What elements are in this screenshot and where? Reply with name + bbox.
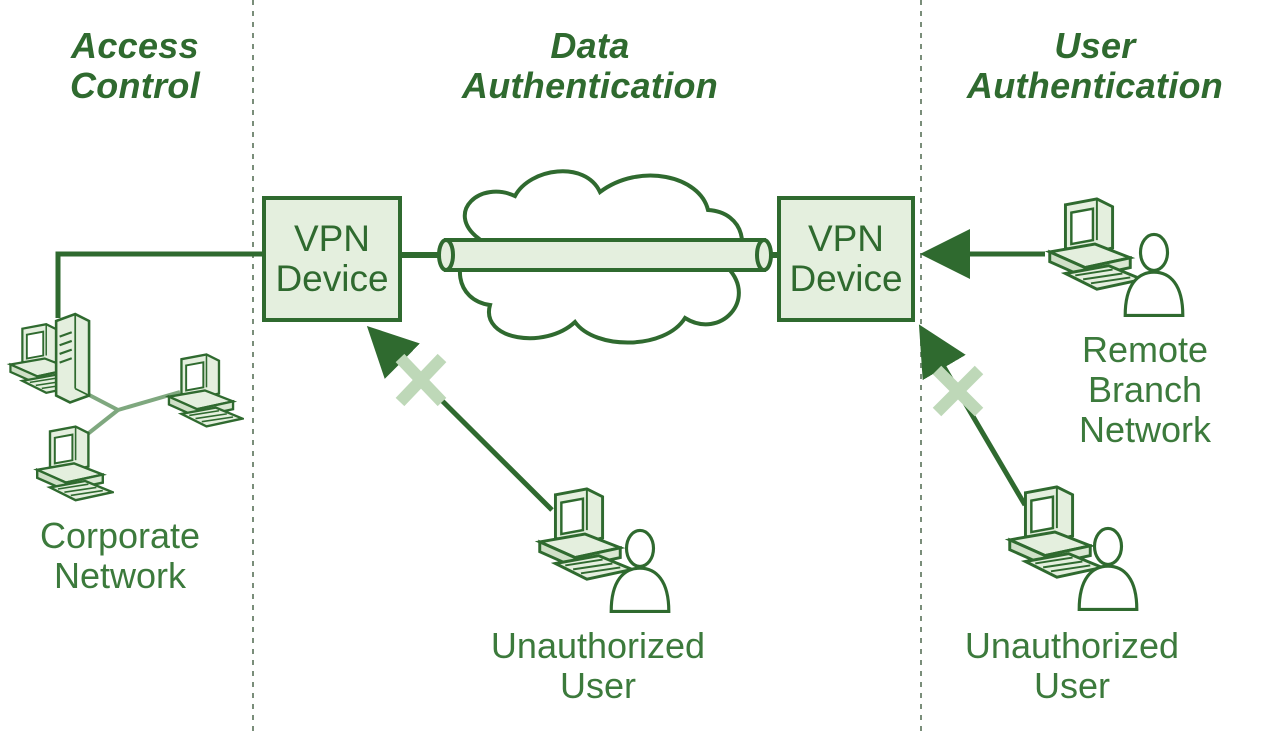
vpn-label-line: Device	[275, 258, 389, 299]
label-line: User	[1033, 665, 1110, 706]
unauthorized-user-center-label: Unauthorized User	[468, 626, 728, 706]
workstation-icon	[538, 487, 634, 581]
blocked-x-icon	[395, 353, 447, 407]
blocked-x-icon	[932, 365, 984, 417]
workstation-icon	[167, 353, 244, 428]
label-line: Unauthorized	[490, 625, 706, 666]
workstation-icon	[1048, 197, 1144, 291]
vpn-device-right-box	[777, 196, 915, 322]
label-line: Remote	[1081, 329, 1209, 370]
vpn-device-left-box	[262, 196, 402, 322]
heading-line: User	[1054, 25, 1136, 66]
heading-line: Authentication	[966, 65, 1224, 106]
label-line: Unauthorized	[964, 625, 1180, 666]
corporate-network-label: Corporate Network	[10, 516, 230, 596]
server-icon	[54, 312, 91, 404]
unauthorized-user-right-label: Unauthorized User	[942, 626, 1202, 706]
vpn-label-line: VPN	[807, 218, 885, 259]
heading-line: Access	[71, 25, 199, 66]
vpn-device-left-label: VPN Device	[264, 219, 400, 299]
vpn-label-line: VPN	[293, 218, 371, 259]
heading-line: Data	[550, 25, 630, 66]
label-line: Corporate	[39, 515, 201, 556]
vpn-label-line: Device	[789, 258, 903, 299]
workstation-icon	[35, 425, 114, 502]
remote-branch-network-label: Remote Branch Network	[1040, 330, 1250, 450]
label-line: Network	[1078, 409, 1212, 450]
unauthorized-arrow-right	[918, 324, 1028, 507]
heading-data-authentication: Data Authentication	[420, 26, 760, 106]
heading-user-authentication: User Authentication	[930, 26, 1260, 106]
label-line: Network	[53, 555, 187, 596]
tunnel-icon	[400, 238, 779, 272]
label-line: User	[559, 665, 636, 706]
label-line: Branch	[1087, 369, 1203, 410]
vpn-device-right-label: VPN Device	[779, 219, 913, 299]
heading-line: Control	[69, 65, 201, 106]
heading-access-control: Access Control	[20, 26, 250, 106]
corporate-link	[55, 251, 264, 318]
heading-line: Authentication	[461, 65, 719, 106]
